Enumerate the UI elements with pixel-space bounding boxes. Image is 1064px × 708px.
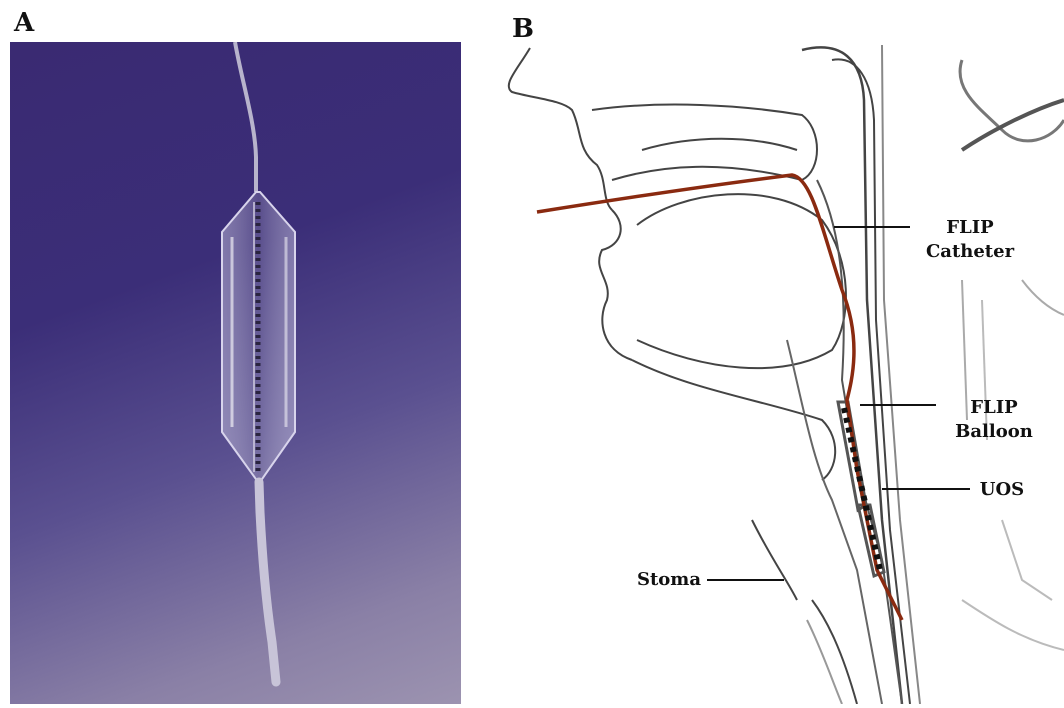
flip-catheter-label: FLIP Catheter xyxy=(920,216,1020,264)
lips-chin-outline xyxy=(599,210,632,360)
flip-balloon-label: FLIP Balloon xyxy=(944,396,1044,444)
uos-label: UOS xyxy=(972,478,1032,502)
anatomy-sketch xyxy=(462,0,1064,704)
stoma-label: Stoma xyxy=(634,568,704,592)
catheter-tube-lower xyxy=(259,482,276,682)
balloon-electrodes xyxy=(844,408,880,570)
flip-device-illustration xyxy=(10,42,461,704)
nose-outline xyxy=(509,48,612,210)
catheter-tube-upper xyxy=(235,42,256,192)
flip-device-photo xyxy=(10,42,461,704)
flip-catheter-line xyxy=(537,175,902,620)
head-neck-diagram xyxy=(462,0,1064,704)
panel-a-letter: A xyxy=(14,8,34,38)
